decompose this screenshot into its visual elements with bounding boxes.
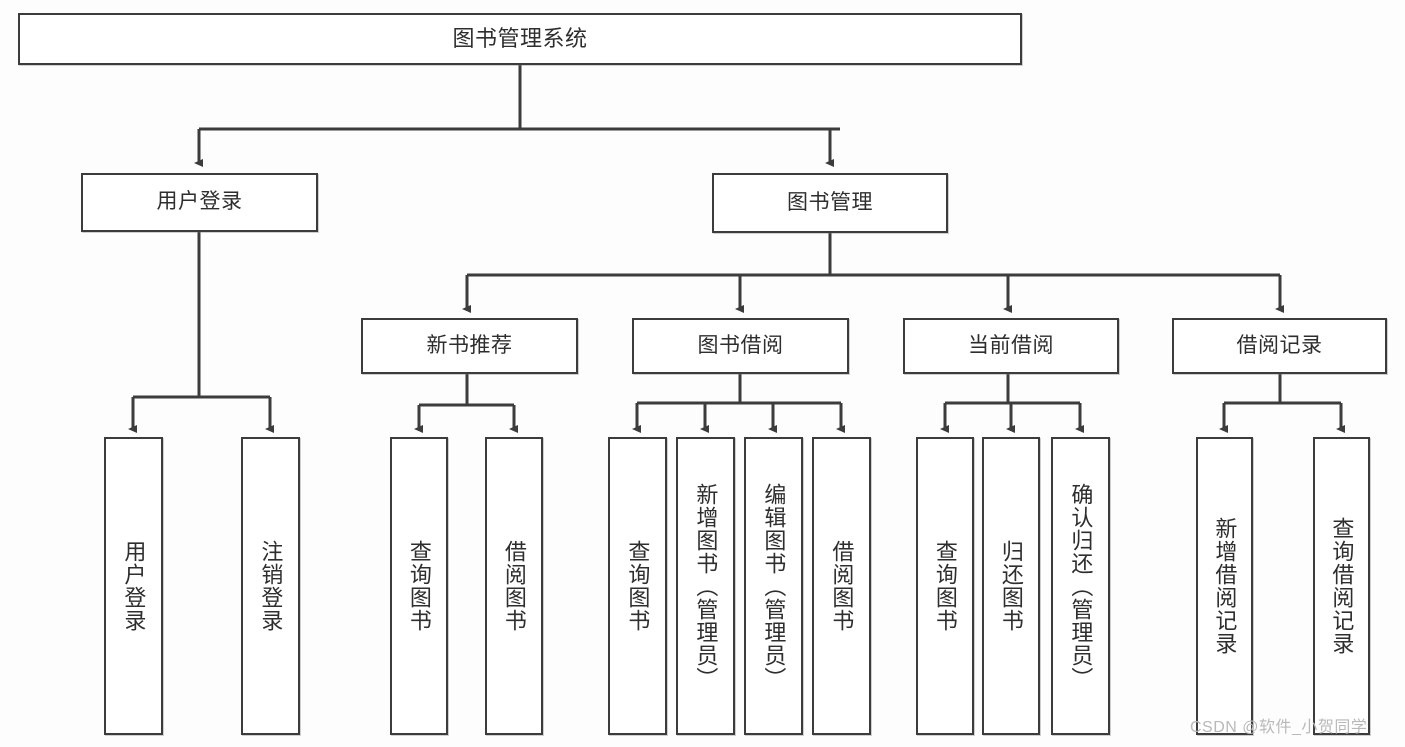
node-leaf-borrow-book-1-label: 借阅图书: [501, 540, 527, 632]
node-leaf-logout-login[interactable]: 注销登录: [241, 437, 300, 735]
csdn-watermark: CSDN @软件_小贺同学: [1190, 719, 1368, 736]
node-leaf-user-login-label: 用户登录: [121, 540, 147, 632]
node-leaf-return-book[interactable]: 归还图书: [982, 437, 1040, 735]
node-leaf-query-record-label: 查询借阅记录: [1329, 517, 1355, 655]
node-leaf-logout-login-label: 注销登录: [258, 540, 284, 632]
node-leaf-confirm-return-label: 确认归还（管理员）: [1068, 482, 1094, 690]
node-leaf-borrow-book-2[interactable]: 借阅图书: [812, 437, 871, 735]
node-leaf-edit-book[interactable]: 编辑图书（管理员）: [744, 437, 803, 735]
node-leaf-return-book-label: 归还图书: [998, 540, 1024, 632]
node-leaf-query-book-3[interactable]: 查询图书: [916, 437, 974, 735]
node-book-borrow-label: 图书借阅: [697, 333, 784, 357]
node-root-system-label: 图书管理系统: [452, 26, 588, 52]
node-user-login[interactable]: 用户登录: [81, 173, 318, 232]
node-leaf-borrow-book-2-label: 借阅图书: [829, 540, 855, 632]
node-new-book-recommend-label: 新书推荐: [426, 333, 513, 357]
node-user-login-label: 用户登录: [156, 190, 243, 214]
node-leaf-query-book-3-label: 查询图书: [932, 540, 958, 632]
node-leaf-query-book-1-label: 查询图书: [406, 540, 432, 632]
node-book-manage[interactable]: 图书管理: [712, 173, 948, 233]
node-current-borrow-label: 当前借阅: [968, 333, 1054, 357]
node-new-book-recommend[interactable]: 新书推荐: [361, 318, 578, 374]
node-root-system[interactable]: 图书管理系统: [18, 13, 1022, 65]
node-leaf-confirm-return[interactable]: 确认归还（管理员）: [1051, 437, 1110, 735]
node-borrow-record[interactable]: 借阅记录: [1172, 318, 1387, 374]
node-book-manage-label: 图书管理: [787, 190, 873, 214]
node-leaf-user-login[interactable]: 用户登录: [104, 437, 163, 735]
node-leaf-add-book[interactable]: 新增图书（管理员）: [676, 437, 735, 735]
node-leaf-borrow-book-1[interactable]: 借阅图书: [485, 437, 543, 735]
node-borrow-record-label: 借阅记录: [1236, 333, 1323, 357]
node-leaf-query-book-2-label: 查询图书: [625, 540, 651, 632]
node-book-borrow[interactable]: 图书借阅: [632, 318, 849, 374]
node-leaf-query-record[interactable]: 查询借阅记录: [1313, 437, 1370, 735]
node-leaf-edit-book-label: 编辑图书（管理员）: [761, 482, 787, 690]
node-leaf-add-record[interactable]: 新增借阅记录: [1196, 437, 1253, 735]
node-leaf-add-record-label: 新增借阅记录: [1212, 517, 1238, 655]
node-current-borrow[interactable]: 当前借阅: [903, 318, 1119, 374]
node-leaf-add-book-label: 新增图书（管理员）: [693, 482, 719, 690]
node-leaf-query-book-1[interactable]: 查询图书: [390, 437, 448, 735]
node-leaf-query-book-2[interactable]: 查询图书: [608, 437, 667, 735]
